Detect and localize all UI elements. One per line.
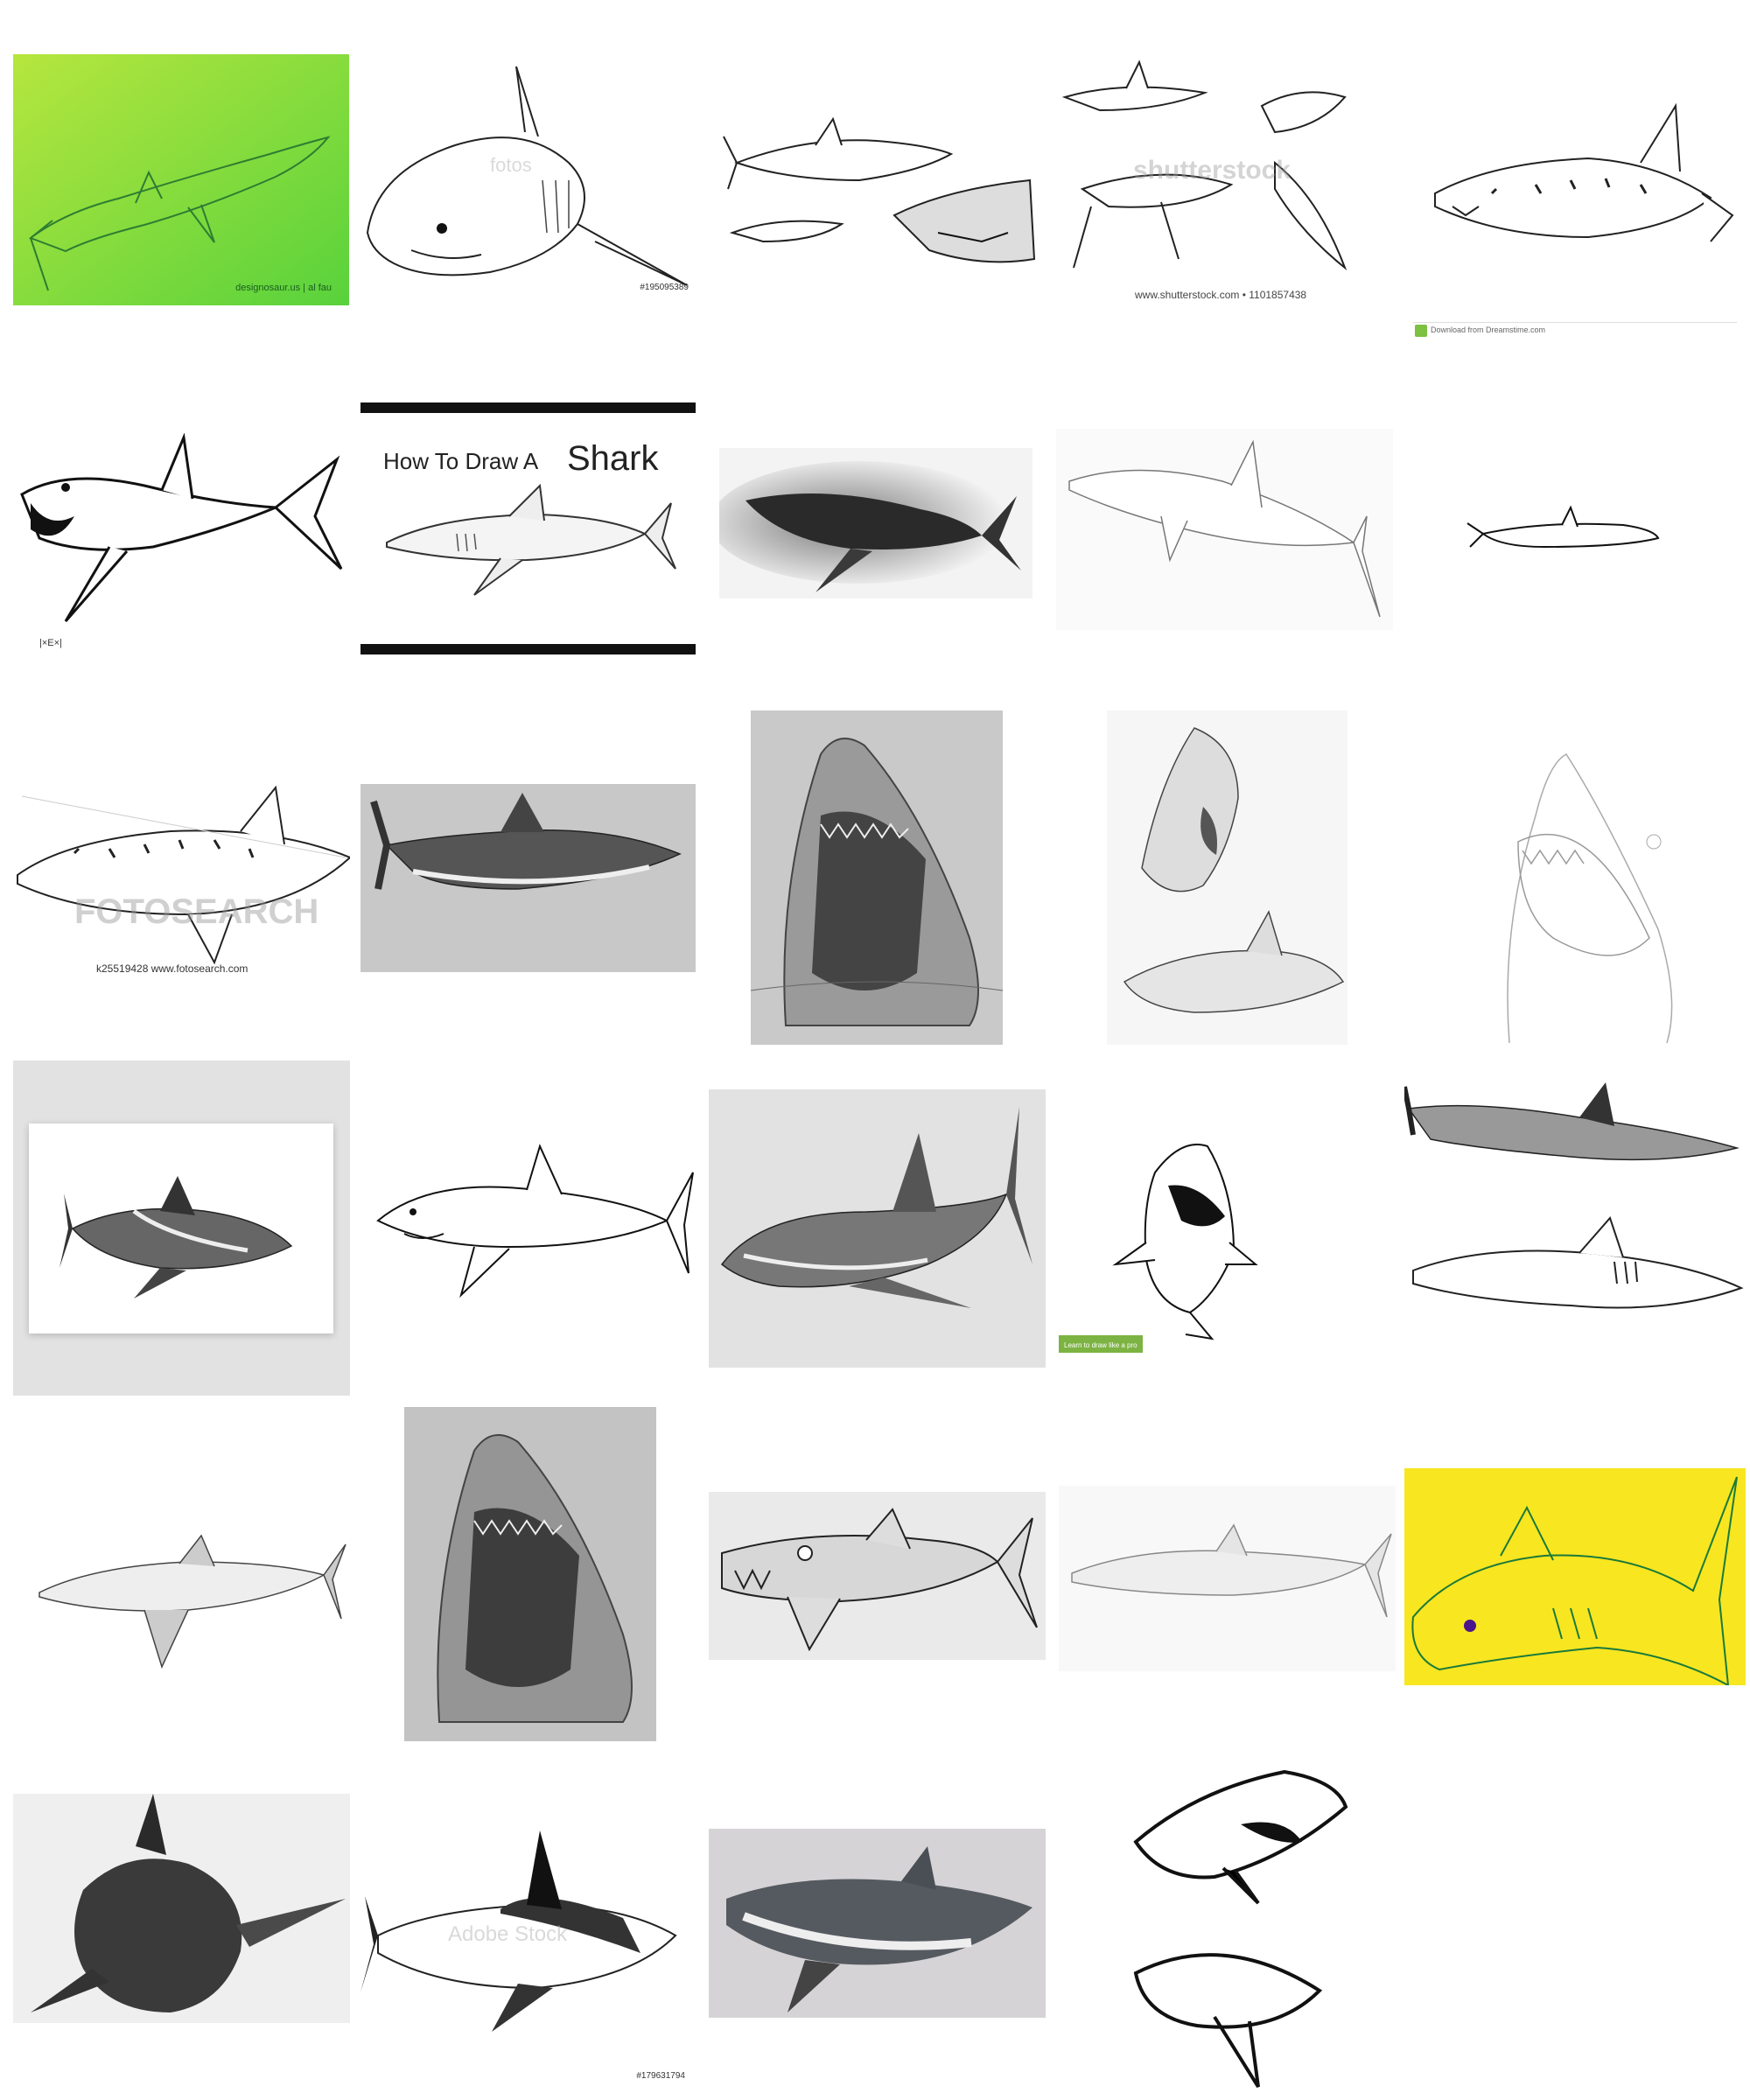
thumbnail-1[interactable]: designosaur.us | al fau <box>13 54 349 305</box>
thumbnail-10[interactable] <box>1413 490 1737 578</box>
thumbnail-13[interactable] <box>751 710 1003 1045</box>
watermark: Adobe Stock <box>448 1922 568 1946</box>
shark-drawing-icon <box>1071 1523 1392 1618</box>
thumbnail-6[interactable]: |×E×| <box>13 433 350 659</box>
shark-drawing-icon <box>360 1830 677 2032</box>
source-footer: www.shutterstock.com • 1101857438 <box>1135 289 1307 301</box>
banner-text: Download from Dreamstime.com <box>1431 326 1546 334</box>
thumbnail-20[interactable] <box>1404 1078 1746 1356</box>
shark-drawing-icon <box>60 1176 293 1298</box>
shark-drawing-icon <box>1123 727 1345 1013</box>
tutorial-title-main: Shark <box>567 439 659 478</box>
shark-drawing-icon <box>404 1407 656 1741</box>
shark-drawing-icon <box>38 1534 346 1670</box>
watermark: FOTOSEARCH <box>74 892 319 931</box>
shark-drawing-icon <box>719 461 1021 592</box>
source-badge: Learn to draw like a pro <box>1059 1335 1143 1353</box>
tutorial-title-prefix: How To Draw A <box>383 448 539 474</box>
thumbnail-14[interactable] <box>1107 710 1348 1045</box>
thumbnail-21[interactable] <box>13 1457 350 1683</box>
thumbnail-8[interactable] <box>719 448 1032 598</box>
shark-drawing-icon <box>1068 439 1381 618</box>
image-id: #195095389 <box>640 283 689 292</box>
thumbnail-5[interactable]: Download from Dreamstime.com <box>1413 40 1737 348</box>
thumbnail-17[interactable] <box>360 1124 696 1324</box>
shark-drawing-icon <box>1434 102 1734 242</box>
source-footer: k25519428 www.fotosearch.com <box>96 962 248 975</box>
shark-drawing-icon <box>366 66 688 286</box>
thumbnail-24[interactable] <box>1059 1486 1396 1671</box>
thumbnail-25[interactable] <box>1404 1468 1746 1685</box>
watermark: shutterstock <box>1133 156 1292 185</box>
shark-drawing-icon <box>1061 60 1348 271</box>
thumbnail-3[interactable] <box>719 84 1043 278</box>
thumbnail-2[interactable]: fotos #195095389 <box>359 66 696 296</box>
shark-drawing-icon <box>1404 1082 1744 1309</box>
thumbnail-26[interactable] <box>13 1794 350 2023</box>
thumbnail-18[interactable] <box>709 1089 1046 1368</box>
shark-drawing-icon <box>709 1492 1046 1660</box>
shark-drawing-icon <box>1112 1144 1258 1340</box>
shark-drawing-icon <box>13 1794 350 2023</box>
thumbnail-11[interactable]: FOTOSEARCH k25519428 www.fotosearch.com <box>13 770 350 978</box>
thumbnail-4[interactable]: shutterstock www.shutterstock.com • 1101… <box>1056 58 1393 304</box>
shark-drawing-icon <box>709 1829 1046 2018</box>
thumbnail-12[interactable] <box>360 784 696 972</box>
shark-drawing-icon <box>1466 505 1660 549</box>
shark-drawing-icon <box>751 710 1003 1045</box>
shark-drawing-icon <box>709 1089 1046 1368</box>
shark-drawing-icon <box>376 1144 694 1298</box>
dreamstime-banner: Download from Dreamstime.com <box>1413 322 1737 339</box>
thumbnail-19[interactable]: Learn to draw like a pro <box>1059 1120 1396 1354</box>
shark-drawing-icon <box>1133 1769 1348 2089</box>
shark-drawing-icon <box>1404 1468 1746 1685</box>
badge-text: Learn to draw like a pro <box>1064 1341 1138 1349</box>
top-bar <box>360 402 696 413</box>
bottom-bar <box>360 644 696 654</box>
artist-mark: |×E×| <box>39 638 62 648</box>
shark-drawing-icon <box>13 54 349 305</box>
thumbnail-16[interactable] <box>13 1060 350 1396</box>
shark-drawing-icon <box>20 433 343 622</box>
shark-drawing-icon <box>1507 753 1673 1044</box>
watermark: fotos <box>490 154 532 176</box>
thumbnail-7[interactable]: How To Draw A Shark <box>360 402 696 654</box>
shark-drawing-icon <box>723 116 1036 263</box>
thumbnail-9[interactable] <box>1056 429 1393 630</box>
thumbnail-27[interactable]: Adobe Stock #179631794 <box>360 1804 697 2084</box>
print-card <box>29 1124 333 1334</box>
thumbnail-23[interactable] <box>709 1492 1046 1660</box>
thumbnail-29[interactable] <box>1083 1754 1376 2091</box>
dreamstime-logo-icon <box>1415 325 1427 337</box>
thumbnail-15[interactable] <box>1448 710 1702 1045</box>
thumbnail-22[interactable] <box>404 1407 656 1741</box>
image-id: #179631794 <box>636 2071 685 2081</box>
shark-drawing-icon <box>17 785 350 965</box>
image-credit: designosaur.us | al fau <box>235 283 332 293</box>
thumbnail-28[interactable] <box>709 1829 1046 2018</box>
shark-drawing-icon <box>360 784 696 972</box>
